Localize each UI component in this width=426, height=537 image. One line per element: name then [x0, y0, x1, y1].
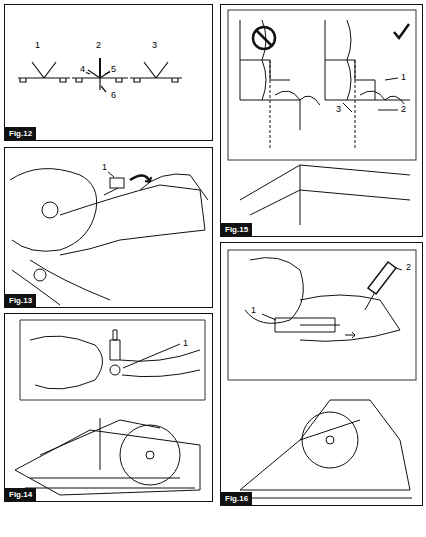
figure-number: Fig.14 [9, 490, 32, 499]
figure-tab: Fig.13 [5, 294, 36, 308]
callout-number: 1 [400, 72, 407, 82]
callout-number: 5 [110, 64, 117, 74]
figure-tab: Fig.15 [221, 223, 252, 237]
figure-number: Fig.16 [225, 494, 248, 503]
figure-tab: Fig.12 [5, 127, 36, 141]
panel-frame [221, 5, 423, 237]
stopper-view [228, 250, 416, 498]
callout-number: 2 [95, 40, 102, 50]
callout-number: 4 [79, 64, 86, 74]
panel-frame [5, 5, 213, 141]
figure-number: Fig.12 [9, 129, 32, 138]
callout-number: 3 [335, 104, 342, 114]
square-sections [18, 58, 182, 92]
saw-head [10, 169, 208, 305]
callout-number: 1 [34, 40, 41, 50]
figure-tab: Fig.14 [5, 488, 36, 502]
bevel-lock-view [15, 320, 205, 495]
panel-frame [5, 314, 213, 502]
panel-frame [221, 243, 423, 506]
figure-number: Fig.15 [225, 225, 248, 234]
figure-number: Fig.13 [9, 296, 32, 305]
callout-number: 3 [151, 40, 158, 50]
callout-number: 1 [250, 305, 257, 315]
fence-alignment [228, 10, 416, 225]
callout-number: 1 [101, 162, 108, 172]
callout-number: 2 [405, 262, 412, 272]
figure-tab: Fig.16 [221, 492, 252, 506]
callout-number: 1 [182, 338, 189, 348]
panel-frame [5, 148, 213, 308]
callout-number: 2 [400, 104, 407, 114]
callout-number: 6 [110, 90, 117, 100]
